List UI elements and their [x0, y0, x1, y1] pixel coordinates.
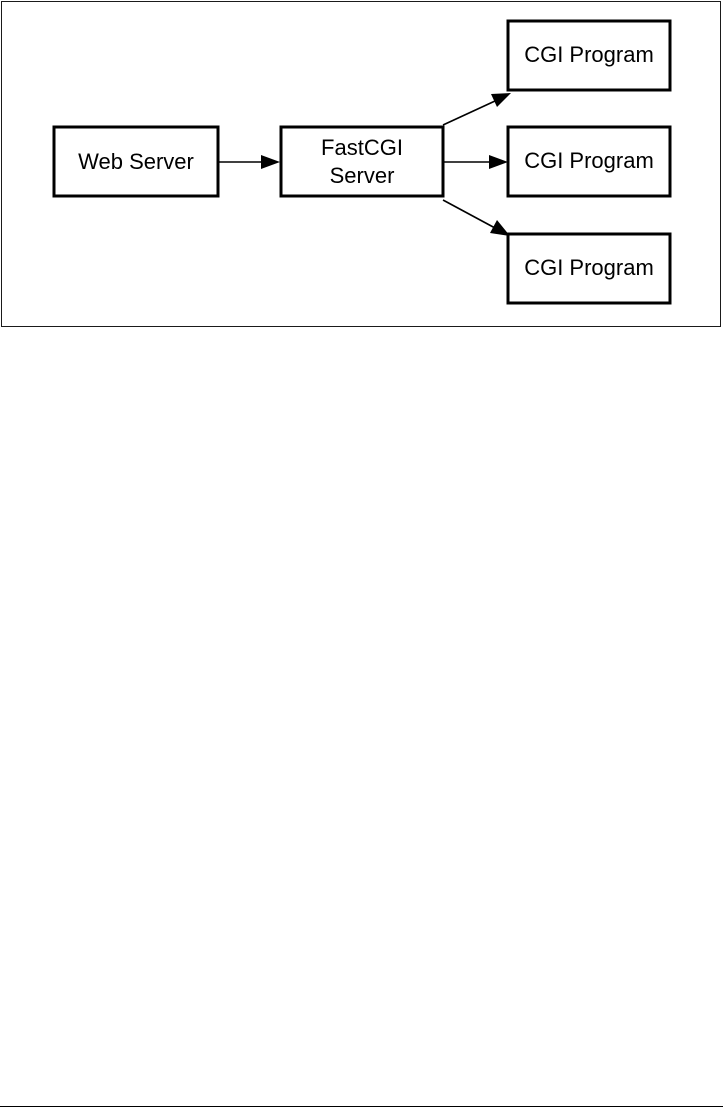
- node-cgi-program-3: CGI Program: [506, 232, 672, 305]
- node-cgi-program-1: CGI Program: [506, 19, 672, 92]
- edge-fastcgi-to-cgi-3: [442, 199, 510, 236]
- node-web-server: Web Server: [52, 125, 220, 198]
- edge-web-to-fastcgi: [218, 155, 280, 169]
- node-web-server-label: Web Server: [78, 149, 194, 174]
- edge-fastcgi-to-cgi-1: [442, 93, 511, 126]
- node-cgi-program-2-label: CGI Program: [524, 148, 654, 173]
- edge-fastcgi-to-cgi-2: [443, 155, 508, 169]
- architecture-diagram: Web Server FastCGI Server CGI Program CG…: [52, 19, 672, 305]
- node-cgi-program-2: CGI Program: [506, 125, 672, 198]
- node-fastcgi-server: FastCGI Server: [279, 125, 445, 198]
- bottom-divider: [0, 1106, 723, 1107]
- node-fastcgi-server-label-line2: Server: [330, 163, 395, 188]
- node-cgi-program-3-label: CGI Program: [524, 255, 654, 280]
- node-fastcgi-server-label-line1: FastCGI: [321, 135, 403, 160]
- node-cgi-program-1-label: CGI Program: [524, 42, 654, 67]
